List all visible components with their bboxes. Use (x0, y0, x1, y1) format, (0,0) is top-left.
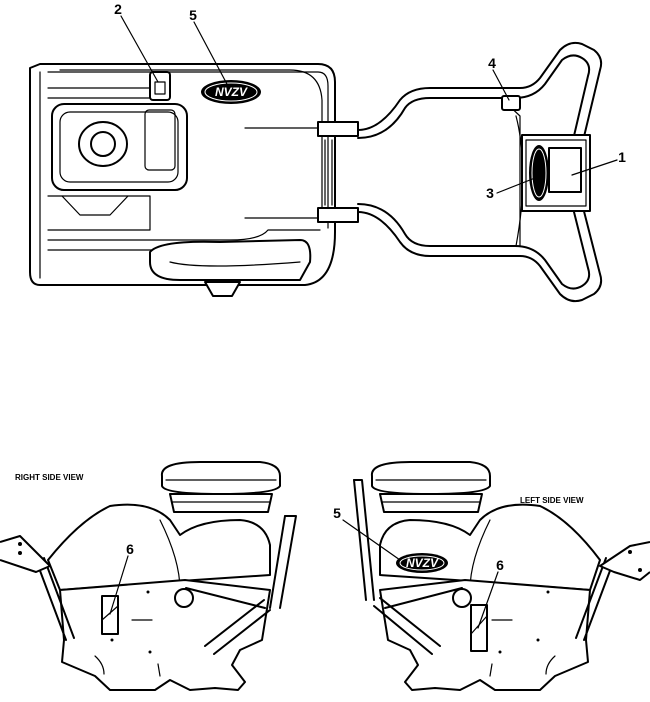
left-pivot (452, 588, 472, 608)
leader-6-left (477, 571, 499, 629)
right-side-view (0, 461, 297, 691)
air-filter (78, 121, 128, 167)
callout-1: 1 (618, 149, 626, 165)
logo-text-top: NVZV (215, 85, 248, 99)
left-shroud (379, 503, 601, 591)
top-view: NVZV (29, 41, 603, 303)
callout-4: 4 (488, 55, 496, 71)
decal-2-plate (149, 71, 171, 101)
label-right-side-view: RIGHT SIDE VIEW (15, 473, 84, 482)
decal-4-plate (501, 95, 521, 111)
right-shroud (47, 503, 271, 591)
label-left-side-view: LEFT SIDE VIEW (520, 496, 584, 505)
decal-1-plate (548, 147, 582, 193)
handle-frame (357, 41, 603, 171)
callout-5-left: 5 (333, 505, 341, 521)
left-side-view: NVZV (353, 461, 650, 691)
decal-6-left (470, 604, 488, 652)
callout-6-right: 6 (126, 541, 134, 557)
logo-text-left: NVZV (406, 556, 439, 570)
callout-leaders-top (120, 15, 618, 194)
callout-6-left: 6 (496, 557, 504, 573)
logo-decal-top: NVZV (201, 80, 261, 104)
callout-3: 3 (486, 185, 494, 201)
leader-5-left (342, 519, 401, 561)
right-pivot (174, 588, 194, 608)
fuel-tank (149, 239, 312, 281)
decal-6-right (101, 595, 119, 635)
callout-5-top: 5 (189, 7, 197, 23)
logo-decal-left-shroud: NVZV (396, 553, 448, 573)
callout-2: 2 (114, 1, 122, 17)
leader-6-right (109, 555, 129, 615)
logo-decal-panel (529, 145, 549, 201)
